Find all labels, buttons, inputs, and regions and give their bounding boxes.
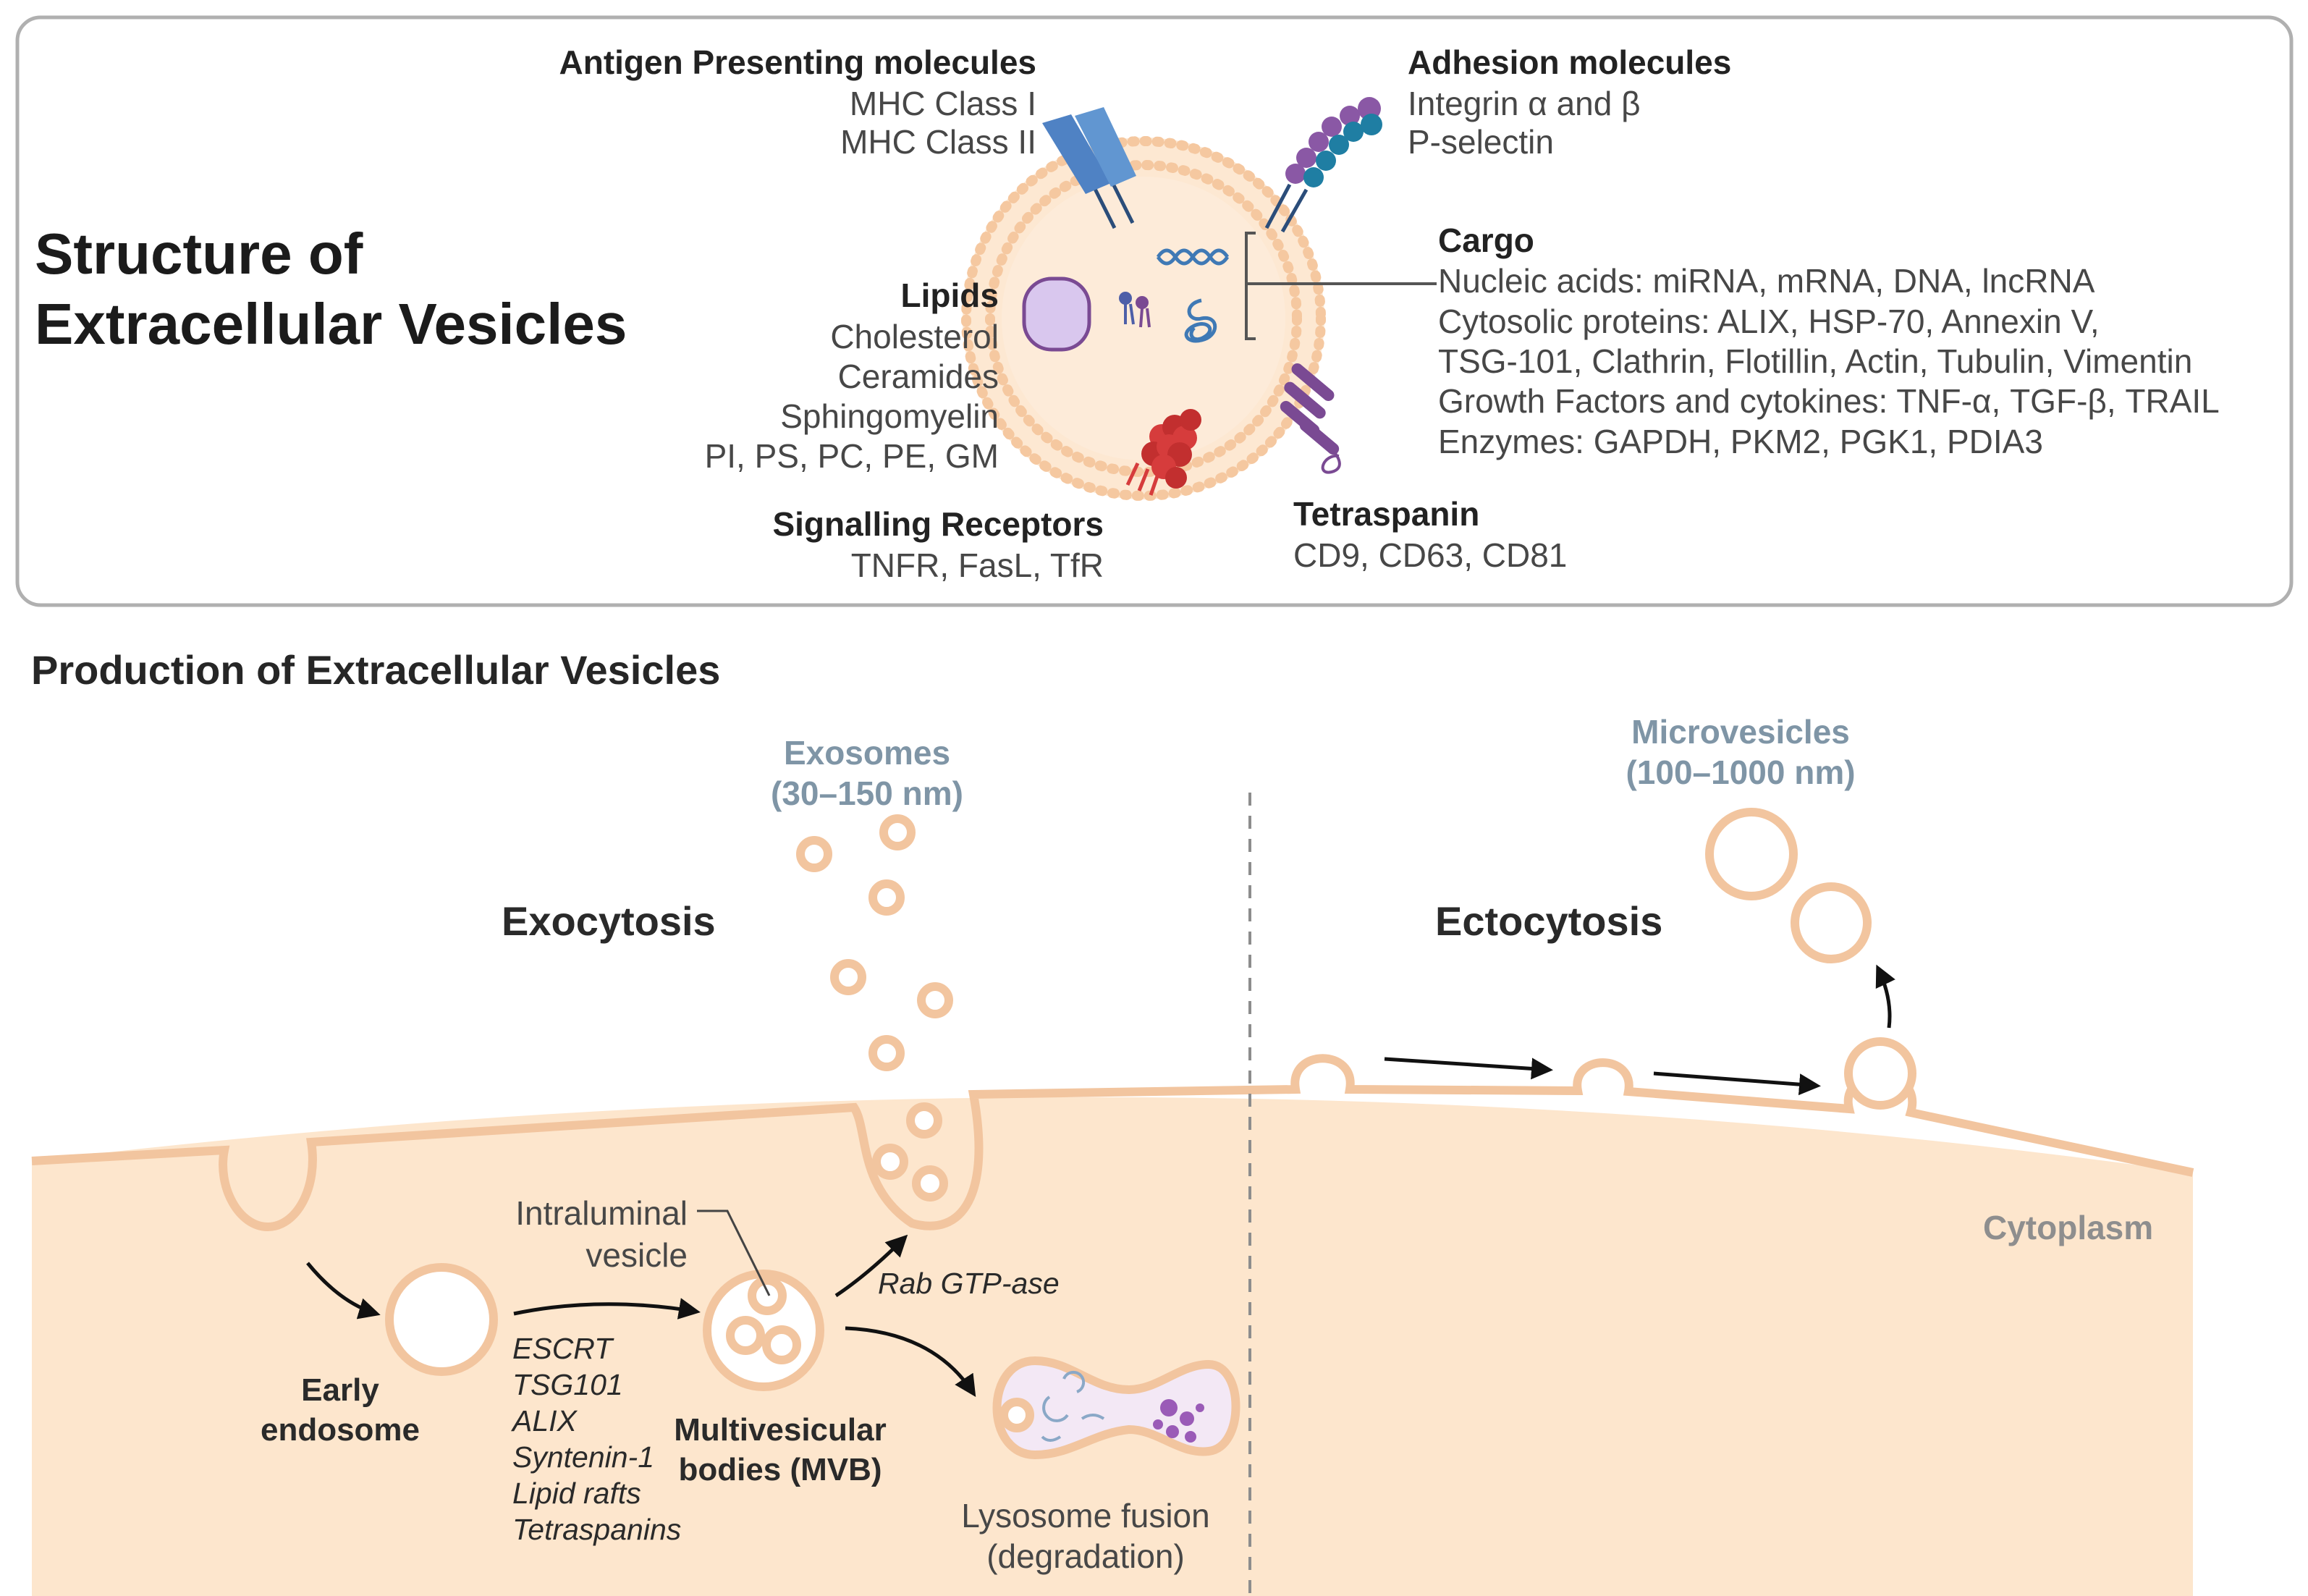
cargo-item: Cytosolic proteins: ALIX, HSP-70, Annexi…	[1438, 303, 2100, 340]
cargo-header: Cargo	[1438, 221, 1534, 259]
extracellular-vesicle	[961, 136, 1326, 501]
mvb-label: bodies (MVB)	[678, 1452, 882, 1487]
protein-cargo-icon	[1184, 298, 1217, 343]
cargo-item: Enzymes: GAPDH, PKM2, PGK1, PDIA3	[1438, 423, 2043, 460]
microvesicles-label: Microvesicles	[1631, 713, 1850, 751]
cargo-bracket	[1245, 232, 1437, 340]
early-endosome-label: endosome	[261, 1412, 420, 1448]
lipid-cargo-icon	[1119, 292, 1151, 328]
adhesion-header: Adhesion molecules	[1408, 43, 1731, 81]
lysosome-fusion	[992, 1356, 1240, 1460]
multivesicular-body	[703, 1270, 824, 1391]
adhesion-item: P-selectin	[1408, 123, 1554, 161]
antigen-item: MHC Class I	[850, 85, 1036, 122]
pathway-arrows	[306, 964, 1895, 1398]
microvesicles-size: (100–1000 nm)	[1626, 753, 1855, 791]
escrt-list: ESCRT TSG101 ALIX Syntenin-1 Lipid rafts…	[510, 1332, 681, 1546]
lipid-droplet-icon	[1022, 276, 1091, 352]
antigen-item: MHC Class II	[840, 123, 1036, 161]
lysosome-label: Lysosome fusion	[961, 1497, 1209, 1534]
early-endosome-label: Early	[301, 1372, 379, 1408]
cargo-item: Nucleic acids: miRNA, mRNA, DNA, lncRNA	[1438, 262, 2095, 300]
tetraspanin-item: CD9, CD63, CD81	[1293, 536, 1567, 574]
ectocytosis-label: Ectocytosis	[1435, 898, 1662, 944]
mvb-label: Multivesicular	[674, 1412, 886, 1448]
signalling-item: TNFR, FasL, TfR	[851, 546, 1104, 584]
antigen-header: Antigen Presenting molecules	[559, 43, 1036, 81]
lysosome-label: (degradation)	[986, 1537, 1185, 1575]
intraluminal-pointer	[697, 1209, 771, 1296]
intraluminal-label: vesicle	[586, 1236, 688, 1274]
cytoplasm-label: Cytoplasm	[1983, 1209, 2153, 1246]
exosomes-size: (30–150 nm)	[771, 774, 963, 812]
lipids-item: Ceramides	[838, 358, 999, 395]
cytoplasm-region	[32, 1097, 2193, 1596]
lipids-item: Sphingomyelin	[780, 397, 999, 435]
exosome-vesicles	[796, 814, 953, 1202]
exocytosis-label: Exocytosis	[502, 898, 716, 944]
cargo-item: TSG-101, Clathrin, Flotillin, Actin, Tub…	[1438, 342, 2192, 380]
mhc-molecule-icon	[1042, 107, 1136, 229]
intraluminal-label: Intraluminal	[515, 1194, 688, 1232]
cargo-item: Growth Factors and cytokines: TNF-α, TGF…	[1438, 382, 2220, 420]
signalling-header: Signalling Receptors	[772, 505, 1104, 543]
exosomes-label: Exosomes	[784, 734, 950, 772]
adhesion-item: Integrin α and β	[1408, 85, 1641, 122]
production-title: Production of Extracellular Vesicles	[31, 647, 720, 693]
tetraspanin-header: Tetraspanin	[1293, 495, 1479, 533]
structure-title: Structure of Extracellular Vesicles	[35, 221, 627, 356]
nucleic-acid-icon	[1156, 248, 1230, 266]
early-endosome	[385, 1263, 498, 1376]
tetraspanin-icon	[1280, 363, 1341, 474]
integrin-icon	[1264, 97, 1382, 233]
lipids-header: Lipids	[901, 276, 999, 314]
plasma-membrane	[31, 1054, 2194, 1232]
signalling-receptor-icon	[1125, 409, 1201, 496]
lipids-item: PI, PS, PC, PE, GM	[705, 437, 999, 475]
rab-gtpase-label: Rab GTP-ase	[878, 1267, 1060, 1300]
microvesicles	[1705, 808, 1916, 1110]
lipids-item: Cholesterol	[830, 318, 999, 355]
